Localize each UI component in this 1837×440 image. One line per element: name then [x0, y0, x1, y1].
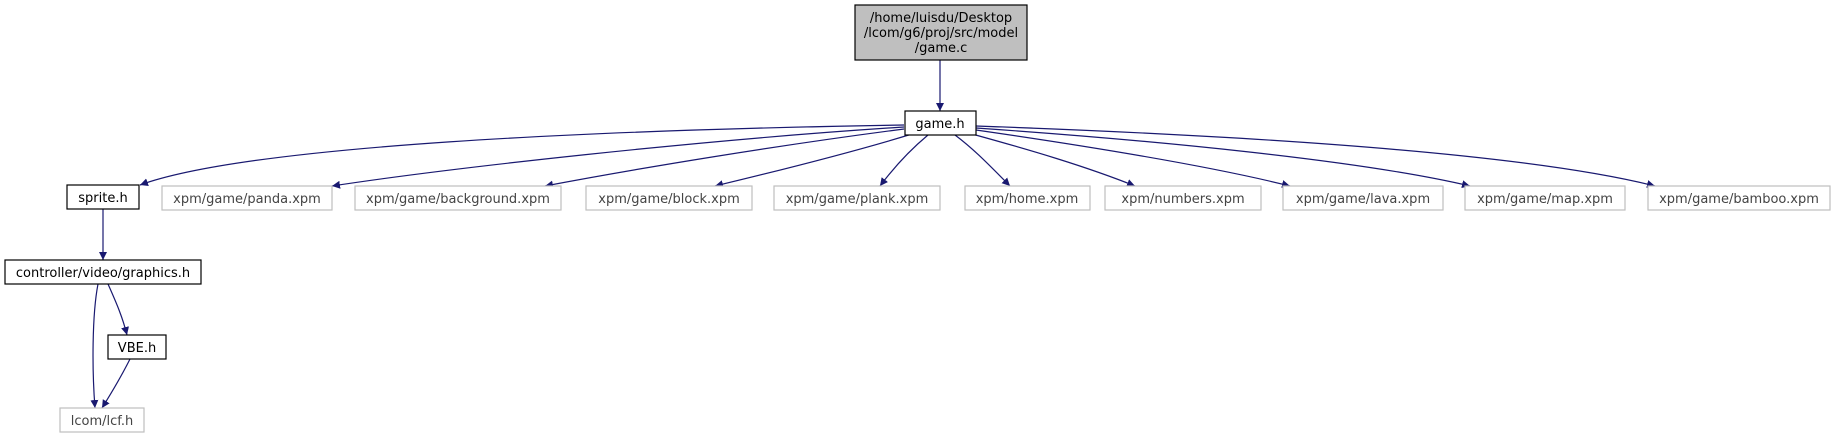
node-background-xpm-label: xpm/game/background.xpm	[366, 192, 550, 207]
edge-game-h-to-lava-xpm	[975, 129, 1291, 188]
edge-game-h-to-bamboo-xpm	[975, 125, 1656, 188]
node-numbers-xpm[interactable]: xpm/numbers.xpm	[1104, 185, 1262, 211]
node-sprite-h-label: sprite.h	[78, 191, 127, 206]
nodes: /home/luisdu/Desktop /lcom/g6/proj/src/m…	[4, 4, 1831, 433]
node-game-c[interactable]: /home/luisdu/Desktop /lcom/g6/proj/src/m…	[854, 4, 1028, 61]
node-lava-xpm-label: xpm/game/lava.xpm	[1296, 192, 1430, 207]
node-home-xpm[interactable]: xpm/home.xpm	[964, 185, 1091, 211]
node-graphics-h[interactable]: controller/video/graphics.h	[4, 259, 202, 285]
edge-game-h-to-panda-xpm	[331, 126, 905, 189]
node-block-xpm-label: xpm/game/block.xpm	[598, 192, 739, 207]
edge-game-h-to-sprite-h	[139, 124, 905, 187]
node-game-c-label-line-1: /home/luisdu/Desktop	[870, 11, 1012, 26]
node-game-h[interactable]: game.h	[904, 110, 977, 136]
node-game-c-label-line-3: /game.c	[915, 41, 968, 56]
node-map-xpm[interactable]: xpm/game/map.xpm	[1464, 185, 1626, 211]
node-game-c-label-line-2: /lcom/g6/proj/src/model	[864, 26, 1018, 41]
edge-game-h-to-map-xpm	[975, 127, 1471, 189]
node-bamboo-xpm-label: xpm/game/bamboo.xpm	[1659, 192, 1819, 207]
node-lcf-h-label: lcom/lcf.h	[71, 414, 134, 429]
node-home-xpm-label: xpm/home.xpm	[976, 192, 1079, 207]
node-panda-xpm-label: xpm/game/panda.xpm	[173, 192, 321, 207]
node-panda-xpm[interactable]: xpm/game/panda.xpm	[161, 185, 333, 211]
node-map-xpm-label: xpm/game/map.xpm	[1477, 192, 1613, 207]
node-game-c-box	[854, 4, 1028, 61]
edge-game-h-to-numbers-xpm	[971, 133, 1136, 187]
node-numbers-xpm-label: xpm/numbers.xpm	[1121, 192, 1244, 207]
node-sprite-h[interactable]: sprite.h	[66, 184, 140, 210]
edge-graphics-h-to-lcf-h	[90, 283, 99, 409]
node-vbe-h[interactable]: VBE.h	[107, 334, 167, 360]
edge-graphics-h-to-vbe-h	[107, 283, 129, 336]
node-plank-xpm[interactable]: xpm/game/plank.xpm	[773, 185, 941, 211]
edge-game-h-to-home-xpm	[954, 134, 1011, 187]
node-plank-xpm-label: xpm/game/plank.xpm	[786, 192, 929, 207]
node-lcf-h[interactable]: lcom/lcf.h	[59, 407, 145, 433]
node-vbe-h-label: VBE.h	[118, 341, 156, 356]
edges	[90, 60, 1656, 409]
node-game-h-label: game.h	[915, 117, 964, 132]
edge-game-h-to-plank-xpm	[879, 134, 929, 187]
node-lava-xpm[interactable]: xpm/game/lava.xpm	[1282, 185, 1444, 211]
edge-game-h-to-block-xpm	[714, 133, 913, 189]
edge-game-h-to-background-xpm	[544, 128, 905, 189]
node-background-xpm[interactable]: xpm/game/background.xpm	[354, 185, 562, 211]
edge-vbe-h-to-lcf-h	[101, 358, 131, 409]
node-graphics-h-label: controller/video/graphics.h	[16, 266, 190, 281]
node-block-xpm[interactable]: xpm/game/block.xpm	[585, 185, 753, 211]
node-bamboo-xpm[interactable]: xpm/game/bamboo.xpm	[1647, 185, 1831, 211]
